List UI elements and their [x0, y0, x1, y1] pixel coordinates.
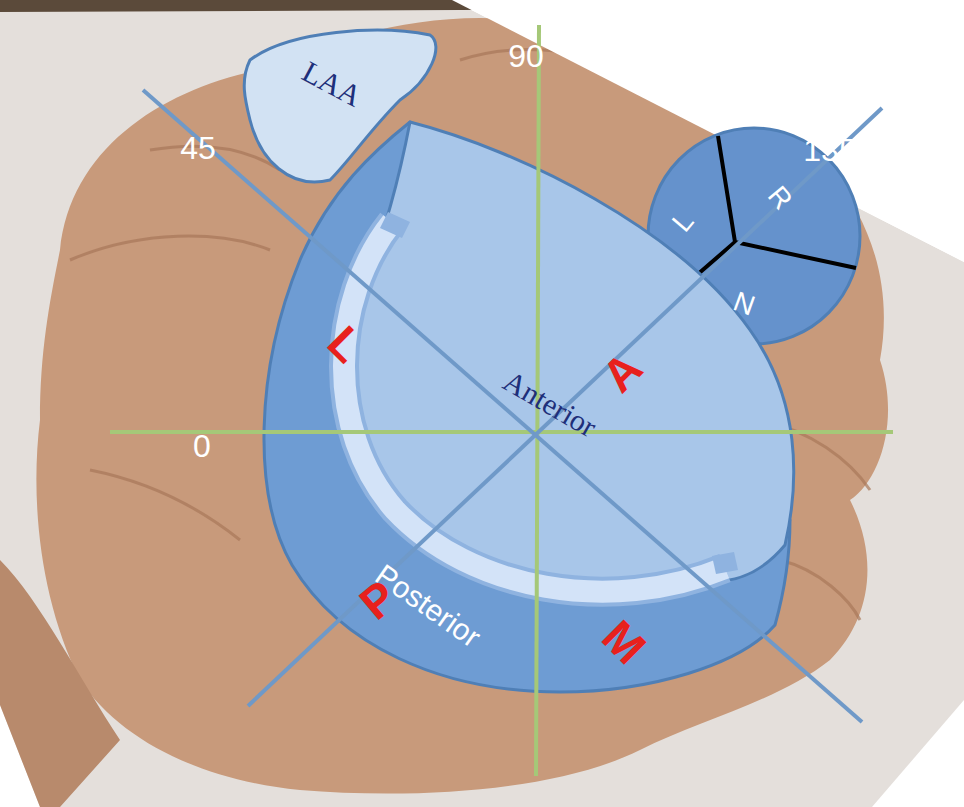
fist: [36, 18, 888, 794]
axis-line: [248, 108, 882, 706]
orientation-letter: M: [594, 612, 654, 672]
angle-number: 135: [803, 134, 856, 166]
finger-creases: [70, 50, 870, 620]
outline-path: [344, 222, 725, 592]
angle-number: 0: [193, 430, 211, 462]
angle-number: 45: [180, 132, 216, 164]
axis-line: [143, 90, 862, 722]
anterior-leaflet: Anterior: [310, 108, 810, 633]
outline-path: [380, 212, 410, 238]
node-outline: [310, 108, 810, 633]
outline-path: [712, 552, 738, 574]
wrist: [0, 560, 120, 807]
orientation-letter: L: [320, 318, 372, 370]
orientation-letter: P: [351, 573, 404, 628]
axis-line: [536, 25, 539, 776]
orientation-letter: A: [594, 344, 650, 400]
outline-path: [344, 222, 725, 592]
axis-line: [110, 430, 893, 434]
angle-number: 90: [508, 40, 544, 72]
